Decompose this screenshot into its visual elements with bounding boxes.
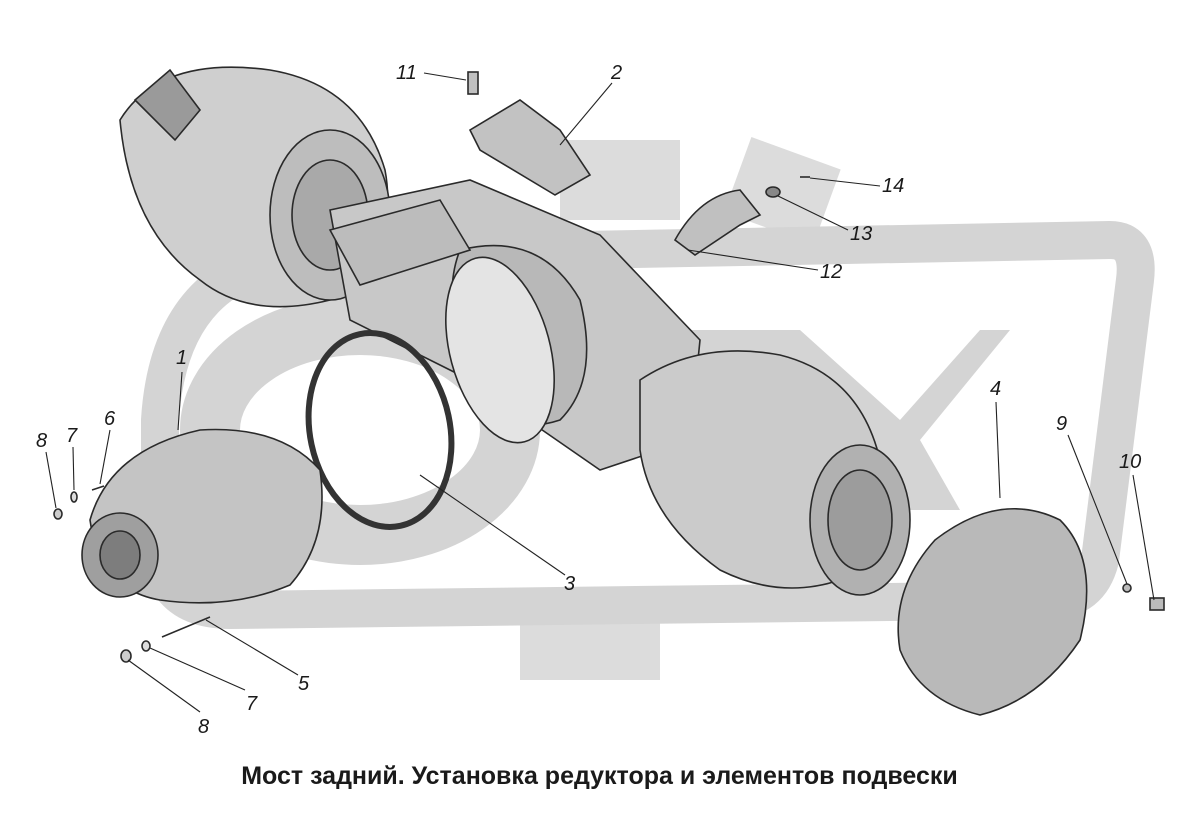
callout-1: 1 — [176, 347, 187, 369]
callout-labels: 11 2 14 13 12 1 4 9 10 6 7 8 3 5 7 8 — [36, 62, 1141, 738]
callout-12: 12 — [820, 261, 842, 283]
bolt-part — [467, 71, 479, 95]
washer-part — [765, 186, 781, 198]
washer-7b-part — [141, 640, 151, 652]
washer-7a-part — [70, 491, 78, 503]
pin-6-part — [91, 485, 105, 491]
callout-10: 10 — [1119, 451, 1141, 473]
nut-8b-part — [120, 649, 132, 663]
callout-2: 2 — [610, 62, 622, 84]
gasket-ring — [305, 330, 455, 530]
left-wheel-hub — [119, 66, 391, 308]
callout-5: 5 — [298, 673, 310, 695]
callout-9: 9 — [1056, 413, 1067, 435]
callout-14: 14 — [882, 175, 904, 197]
diagram-caption: Мост задний. Установка редуктора и элеме… — [241, 762, 958, 790]
callout-13: 13 — [850, 223, 872, 245]
axle-housing — [328, 179, 701, 471]
callout-6: 6 — [104, 408, 116, 430]
reducer-assembly — [81, 428, 323, 604]
long-bolt-part — [161, 616, 211, 638]
callout-7-bottom: 7 — [246, 693, 258, 715]
brake-shield-part — [897, 508, 1088, 716]
callout-7-top: 7 — [66, 425, 78, 447]
ring-part — [1122, 583, 1132, 593]
nut-8a-part — [53, 508, 63, 520]
lever-part — [673, 189, 762, 256]
callout-8-bottom: 8 — [198, 716, 209, 738]
bracket-part — [468, 99, 592, 196]
right-wheel-hub — [639, 350, 911, 596]
callout-3: 3 — [564, 573, 575, 595]
callout-11: 11 — [396, 62, 417, 84]
callout-4: 4 — [990, 378, 1001, 400]
nut-part — [1149, 597, 1165, 611]
leader-lines — [45, 72, 1155, 713]
callout-8-top: 8 — [36, 430, 47, 452]
